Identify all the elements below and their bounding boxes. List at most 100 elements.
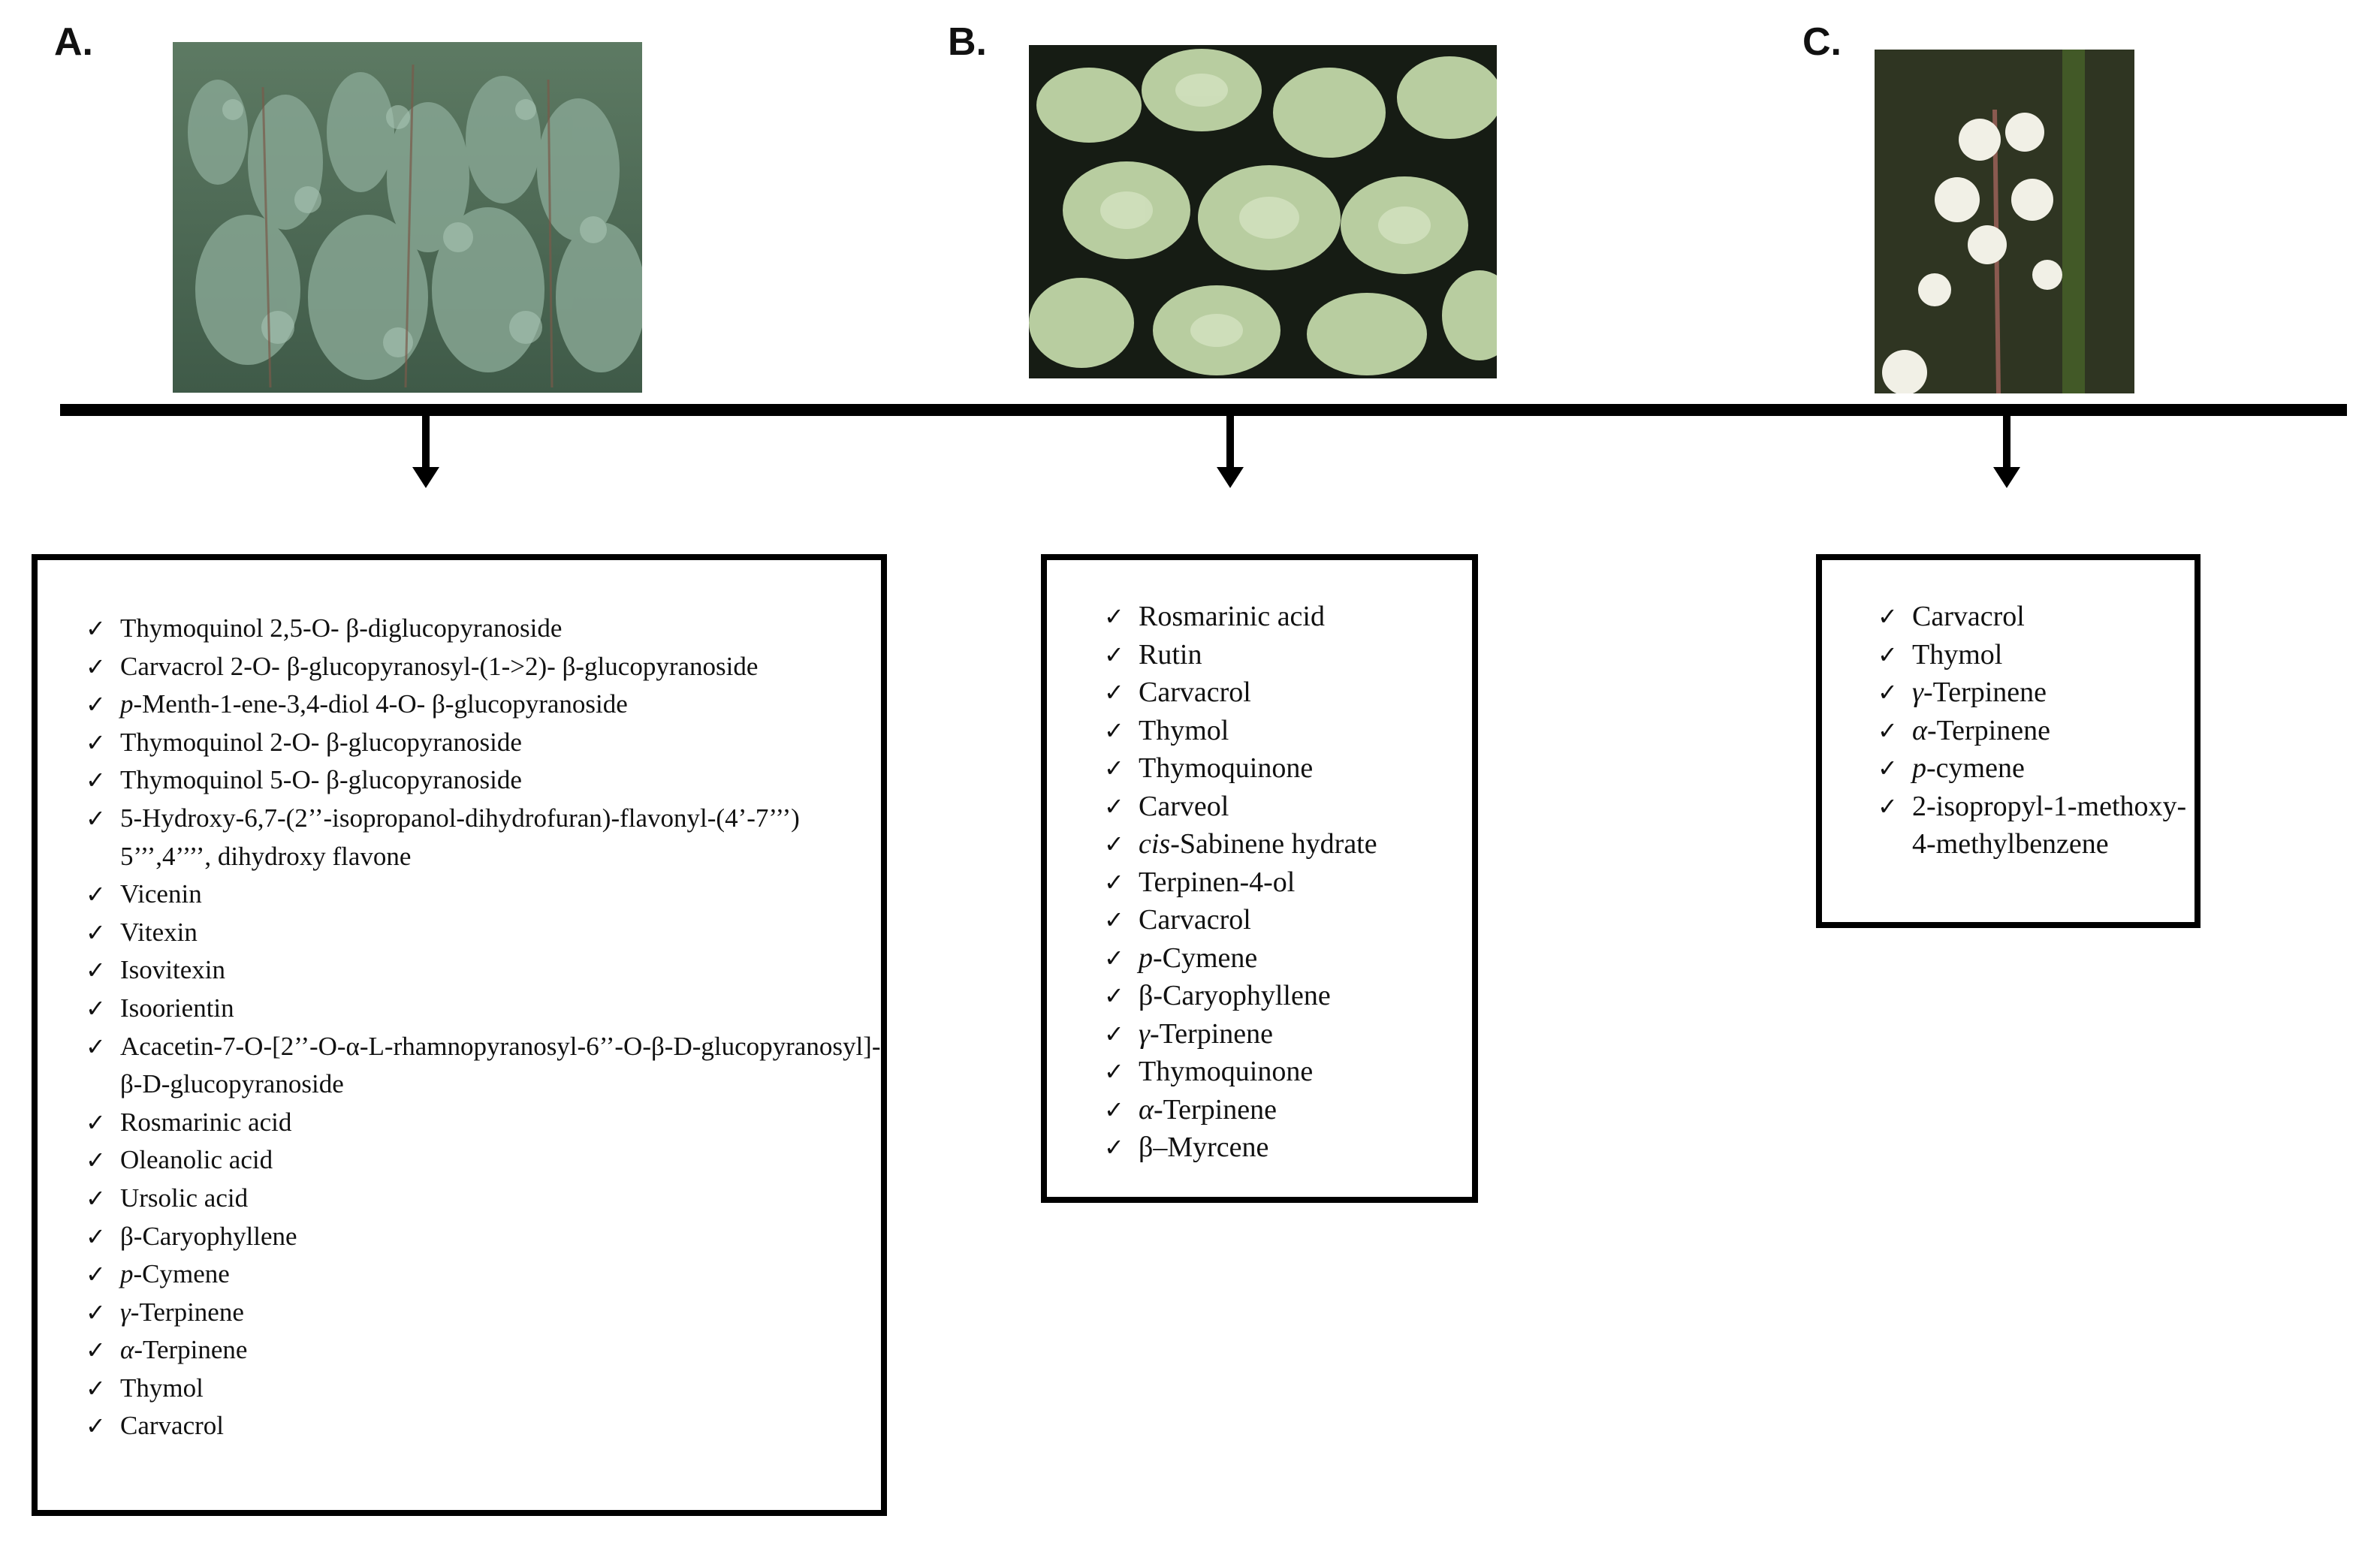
check-icon: ✓ bbox=[1104, 678, 1124, 707]
compound-name: γ-Terpinene bbox=[1139, 1017, 1274, 1050]
compound-name: Carvacrol bbox=[1912, 601, 2025, 632]
check-icon: ✓ bbox=[86, 1222, 106, 1251]
compound-item: ✓Thymoquinol 5-O- β-glucopyranoside bbox=[86, 761, 881, 800]
compound-item: ✓cis-Sabinene hydrate bbox=[1104, 825, 1472, 863]
compound-item: ✓Thymol bbox=[86, 1370, 881, 1408]
compound-name: α-Terpinene bbox=[1912, 714, 2050, 746]
compound-name: Thymoquinone bbox=[1139, 752, 1314, 784]
compound-item: ✓α-Terpinene bbox=[86, 1331, 881, 1370]
down-arrow-icon bbox=[422, 414, 430, 469]
compound-item: ✓Thymol bbox=[1878, 636, 2194, 674]
check-icon: ✓ bbox=[86, 1260, 106, 1289]
check-icon: ✓ bbox=[1104, 906, 1124, 934]
compound-name: Thymoquinol 5-O- β-glucopyranoside bbox=[120, 765, 522, 795]
compound-name: γ-Terpinene bbox=[120, 1297, 244, 1327]
plant-photo-a bbox=[173, 42, 642, 393]
check-icon: ✓ bbox=[1104, 943, 1124, 972]
check-icon: ✓ bbox=[1104, 1133, 1124, 1162]
compound-name: Carvacrol bbox=[1139, 904, 1251, 936]
compound-item: ✓ Acacetin-7-O-[2’’-O-α-L-rhamnopyranosyl… bbox=[86, 1028, 881, 1104]
compound-item: ✓Isoorientin bbox=[86, 990, 881, 1028]
compound-item: ✓ γ-Terpinene bbox=[1104, 1015, 1472, 1053]
compound-item: ✓ Carveol bbox=[1104, 788, 1472, 826]
compound-name: p-cymene bbox=[1912, 752, 2025, 784]
compound-item: ✓Terpinen-4-ol bbox=[1104, 863, 1472, 902]
compound-name: β-Caryophyllene bbox=[1139, 980, 1331, 1011]
check-icon: ✓ bbox=[86, 1183, 106, 1213]
compound-item: ✓ γ-Terpinene bbox=[1878, 674, 2194, 712]
compound-item: ✓ Vitexin bbox=[86, 914, 881, 952]
compound-name: 5-Hydroxy-6,7-(2’’-isopropanol-dihydrofu… bbox=[120, 803, 800, 871]
compound-name: Oleanolic acid bbox=[120, 1145, 273, 1175]
down-arrow-icon bbox=[1226, 414, 1234, 469]
compound-item: ✓ Carvacrol 2-O- β-glucopyranosyl-(1->2)-… bbox=[86, 648, 881, 686]
compound-item: ✓ p-Cymene bbox=[86, 1255, 881, 1294]
check-icon: ✓ bbox=[86, 652, 106, 681]
compound-name: Rosmarinic acid bbox=[120, 1107, 292, 1137]
down-arrow-icon bbox=[2003, 414, 2010, 469]
compound-name: p-Cymene bbox=[1139, 942, 1258, 974]
check-icon: ✓ bbox=[1104, 640, 1124, 669]
check-icon: ✓ bbox=[86, 1032, 106, 1061]
check-icon: ✓ bbox=[86, 1107, 106, 1137]
compound-item: ✓Thymoquinone bbox=[1104, 1053, 1472, 1091]
check-icon: ✓ bbox=[1878, 602, 1898, 631]
compound-name: β–Myrcene bbox=[1139, 1132, 1269, 1163]
compound-name: Carvacrol 2-O- β-glucopyranosyl-(1->2)- … bbox=[120, 651, 759, 681]
compound-item: ✓ Carvacrol bbox=[1878, 598, 2194, 636]
check-icon: ✓ bbox=[1878, 678, 1898, 707]
compound-item: ✓ α-Terpinene bbox=[1878, 712, 2194, 750]
check-icon: ✓ bbox=[1104, 830, 1124, 858]
compound-item: ✓ Carvacrol bbox=[1104, 901, 1472, 939]
check-icon: ✓ bbox=[1104, 602, 1124, 631]
compound-name: γ-Terpinene bbox=[1912, 677, 2047, 708]
compound-item: ✓ Thymoquinone bbox=[1104, 749, 1472, 788]
compound-item: ✓Rutin bbox=[1104, 636, 1472, 674]
compound-item: ✓ Carvacrol bbox=[86, 1407, 881, 1445]
compound-name: Terpinen-4-ol bbox=[1139, 866, 1296, 898]
plant-photo-c bbox=[1875, 50, 2134, 393]
compound-item: ✓Thymoquinol 2-O- β-glucopyranoside bbox=[86, 724, 881, 762]
plant-photo-b bbox=[1029, 45, 1497, 378]
check-icon: ✓ bbox=[86, 803, 106, 833]
check-icon: ✓ bbox=[1104, 1019, 1124, 1048]
compound-name: Carvacrol bbox=[120, 1411, 224, 1441]
compound-name: p-Cymene bbox=[120, 1259, 230, 1289]
compound-item: ✓ Rosmarinic acid bbox=[86, 1104, 881, 1142]
check-icon: ✓ bbox=[86, 1297, 106, 1327]
check-icon: ✓ bbox=[86, 880, 106, 909]
compound-name: Ursolic acid bbox=[120, 1183, 249, 1213]
check-icon: ✓ bbox=[86, 918, 106, 947]
compound-name: Carveol bbox=[1139, 790, 1229, 822]
compound-item: ✓2-isopropyl-1-methoxy-4-methylbenzene bbox=[1878, 788, 2194, 863]
compound-name: Thymol bbox=[1139, 714, 1229, 746]
compound-item: ✓ p-Cymene bbox=[1104, 939, 1472, 978]
compound-name: Vicenin bbox=[120, 879, 202, 909]
panel-b-label: B. bbox=[948, 20, 987, 64]
compound-item: ✓ γ-Terpinene bbox=[86, 1294, 881, 1332]
compound-item: ✓Thymoquinol 2,5-O- β-diglucopyranoside bbox=[86, 610, 881, 648]
compound-item: ✓α-Terpinene bbox=[1104, 1091, 1472, 1129]
compound-name: Vitexin bbox=[120, 917, 198, 947]
check-icon: ✓ bbox=[1104, 791, 1124, 821]
check-icon: ✓ bbox=[1878, 791, 1898, 821]
check-icon: ✓ bbox=[1878, 640, 1898, 669]
compound-item: ✓Oleanolic acid bbox=[86, 1141, 881, 1180]
check-icon: ✓ bbox=[1104, 754, 1124, 782]
compound-item: ✓ β-Caryophyllene bbox=[86, 1218, 881, 1256]
compound-item: ✓Carvacrol bbox=[1104, 674, 1472, 712]
compound-name: Thymol bbox=[120, 1373, 204, 1403]
compound-item: ✓ β–Myrcene bbox=[1104, 1129, 1472, 1167]
compound-name: Acacetin-7-O-[2’’-O-α-L-rhamnopyranosyl-… bbox=[120, 1031, 881, 1099]
check-icon: ✓ bbox=[86, 728, 106, 757]
compound-name: β-Caryophyllene bbox=[120, 1221, 297, 1251]
compound-item: ✓ 5-Hydroxy-6,7-(2’’-isopropanol-dihydrof… bbox=[86, 800, 881, 875]
compound-item: ✓β-Caryophyllene bbox=[1104, 977, 1472, 1015]
check-icon: ✓ bbox=[86, 1412, 106, 1441]
compound-item: ✓Thymol bbox=[1104, 712, 1472, 750]
check-icon: ✓ bbox=[86, 993, 106, 1023]
down-arrow-icon bbox=[412, 467, 439, 488]
check-icon: ✓ bbox=[1878, 716, 1898, 745]
timeline-bar bbox=[60, 404, 2347, 416]
compound-name: Thymoquinol 2,5-O- β-diglucopyranoside bbox=[120, 613, 563, 643]
